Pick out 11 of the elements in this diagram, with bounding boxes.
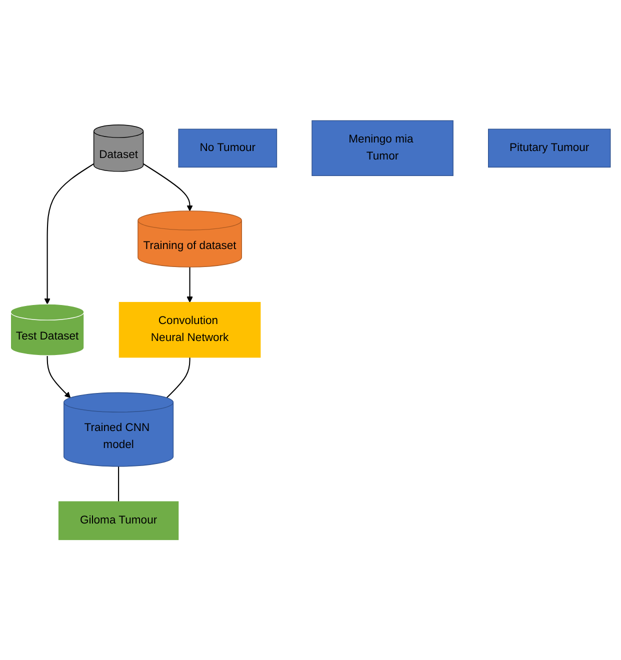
- node-box: No Tumour: [178, 128, 278, 168]
- node-box: Convolution Neural Network: [118, 302, 261, 358]
- arrow: [186, 266, 193, 302]
- connector: [118, 466, 120, 502]
- arrow: [143, 163, 193, 212]
- connector: [166, 357, 190, 398]
- node-box: Pitutary Tumour: [488, 128, 611, 168]
- arrow: [44, 163, 94, 304]
- node-box: Meningo mia Tumor: [312, 120, 454, 176]
- node-box: Giloma Tumour: [58, 501, 179, 540]
- arrow: [46, 355, 71, 398]
